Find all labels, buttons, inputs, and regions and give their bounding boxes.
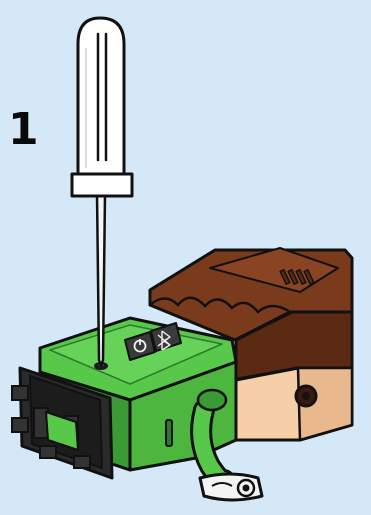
bluetooth-icon <box>150 322 182 352</box>
power-icon <box>124 331 156 361</box>
screwdriver-icon <box>70 16 134 368</box>
cable-clip <box>198 472 264 502</box>
skin-face <box>231 366 354 442</box>
brown-lid <box>148 247 354 382</box>
control-buttons <box>124 322 182 361</box>
step-number: 1 <box>8 104 39 155</box>
battery-frame <box>11 366 114 480</box>
vent-slots <box>279 268 315 286</box>
side-slot-icon <box>165 419 173 447</box>
